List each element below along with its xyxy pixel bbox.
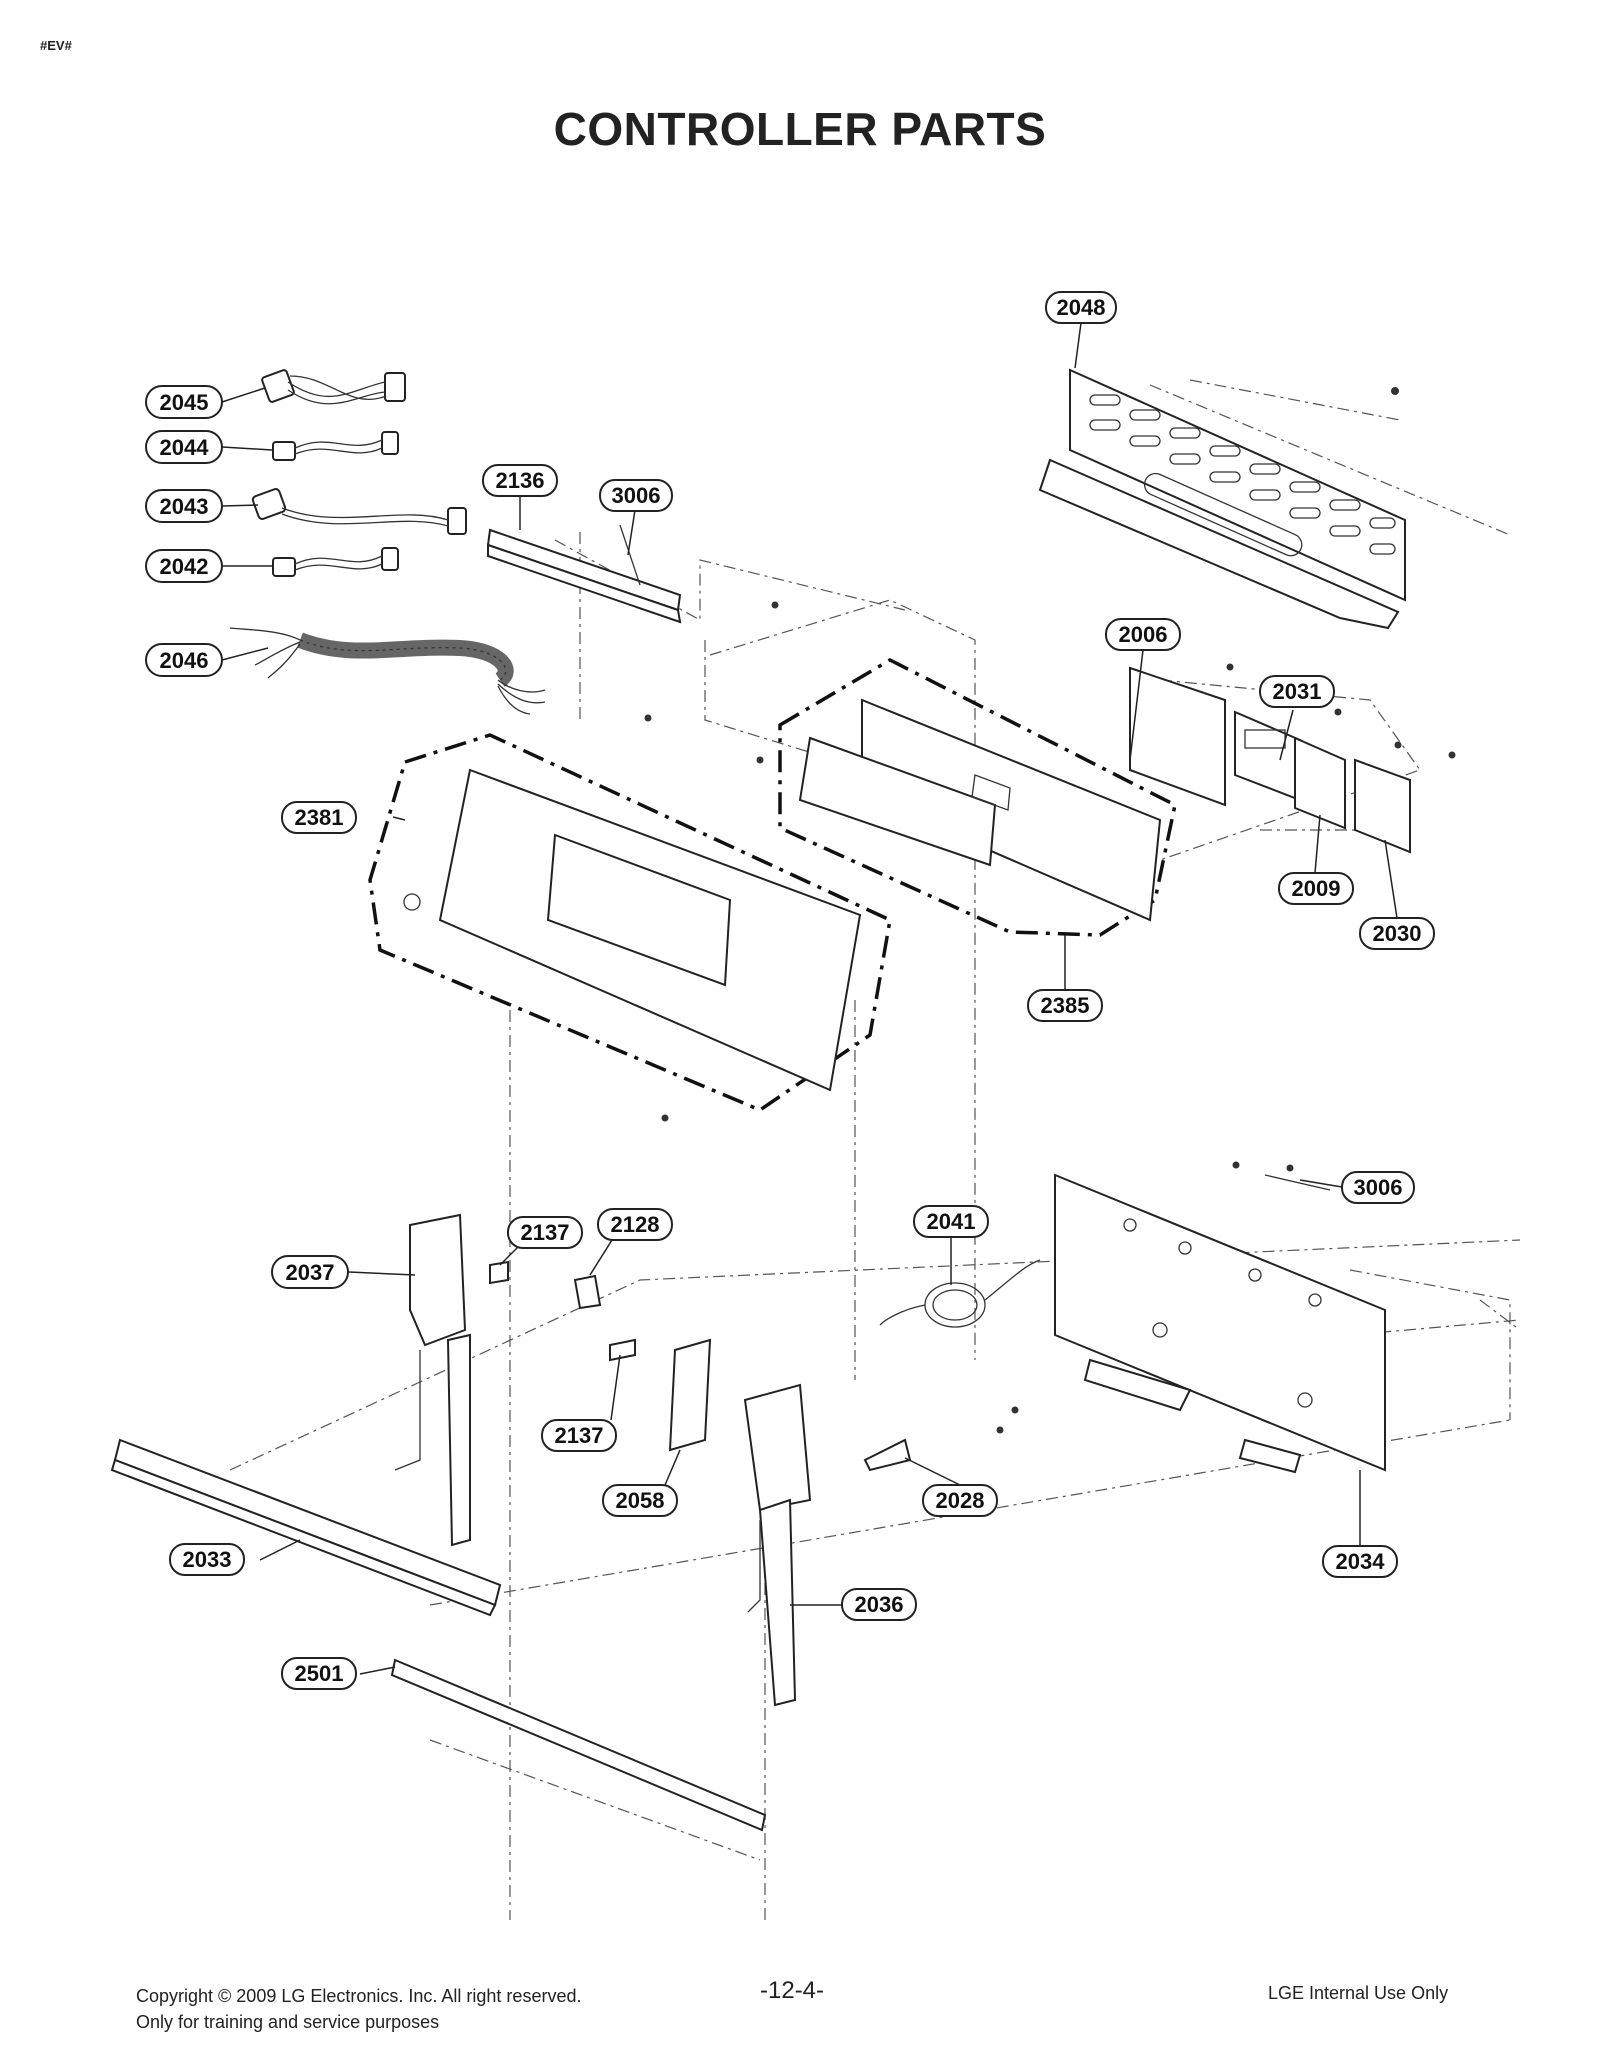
part-2043-harness — [251, 488, 467, 535]
svg-text:3006: 3006 — [612, 483, 661, 508]
svg-text:2042: 2042 — [160, 554, 209, 579]
part-2137a-clip — [489, 1260, 509, 1285]
part-2048-vent-panel — [1038, 368, 1406, 630]
svg-text:2034: 2034 — [1336, 1549, 1386, 1574]
part-2036-side-bracket — [743, 1383, 812, 1707]
callout-2137-upper: 2137 — [507, 1216, 583, 1249]
callout-2045: 2045 — [145, 385, 223, 419]
svg-text:2006: 2006 — [1119, 622, 1168, 647]
callout-3006-bottom: 3006 — [1341, 1171, 1415, 1204]
part-2028-bracket — [863, 1406, 1019, 1472]
callout-2030: 2030 — [1359, 917, 1435, 950]
part-2137b-clip — [609, 1338, 636, 1362]
svg-text:2128: 2128 — [611, 1212, 660, 1237]
part-2501-rail — [390, 1658, 767, 1832]
callout-2009: 2009 — [1278, 872, 1354, 905]
callout-2036: 2036 — [841, 1588, 917, 1621]
svg-text:2044: 2044 — [160, 435, 210, 460]
svg-text:2041: 2041 — [927, 1209, 976, 1234]
page-title: CONTROLLER PARTS — [553, 103, 1047, 155]
svg-text:2030: 2030 — [1373, 921, 1422, 946]
part-2045-harness — [261, 369, 406, 405]
part-2136-bracket — [486, 524, 779, 624]
callout-2501: 2501 — [281, 1657, 357, 1690]
svg-text:2137: 2137 — [521, 1220, 570, 1245]
part-2128-clip — [573, 1274, 602, 1310]
part-2041-cable — [879, 1259, 1041, 1328]
part-2385-control-panel — [798, 698, 1162, 922]
part-2044-harness — [272, 431, 399, 461]
callout-2043: 2043 — [145, 489, 223, 523]
group-outline-2385 — [778, 658, 1177, 937]
callout-2033: 2033 — [169, 1543, 245, 1576]
screw-icon — [771, 601, 779, 609]
part-2030-board — [1354, 758, 1411, 854]
callout-3006-top: 3006 — [599, 479, 673, 512]
part-2031-bracket — [1234, 710, 1301, 802]
svg-text:2028: 2028 — [936, 1488, 985, 1513]
svg-text:2048: 2048 — [1057, 295, 1106, 320]
part-2009-board — [1294, 736, 1346, 830]
callout-2046: 2046 — [145, 643, 223, 677]
callout-2042: 2042 — [145, 549, 223, 583]
callout-2034: 2034 — [1322, 1545, 1398, 1578]
document-tag: #EV# — [40, 38, 72, 53]
callout-2044: 2044 — [145, 430, 223, 464]
svg-text:3006: 3006 — [1354, 1175, 1403, 1200]
footer-copyright: Copyright © 2009 LG Electronics. Inc. Al… — [136, 1986, 582, 2006]
part-2058-terminal — [668, 1338, 712, 1452]
part-2037-side-bracket — [394, 1213, 471, 1547]
part-2033-rail — [110, 1438, 502, 1617]
svg-text:2045: 2045 — [160, 390, 209, 415]
callout-2058: 2058 — [602, 1484, 678, 1517]
group-outline-2381 — [368, 733, 892, 1112]
callout-2048: 2048 — [1045, 291, 1117, 324]
svg-text:2009: 2009 — [1292, 876, 1341, 901]
part-2381-control-cover — [403, 714, 862, 1122]
callout-2037: 2037 — [271, 1255, 349, 1289]
footer-note: Only for training and service purposes — [136, 2012, 440, 2032]
footer-internal: LGE Internal Use Only — [1268, 1983, 1449, 2003]
svg-text:2036: 2036 — [855, 1592, 904, 1617]
svg-text:2136: 2136 — [496, 468, 545, 493]
part-2046-harness — [229, 627, 546, 715]
callout-2028: 2028 — [922, 1484, 998, 1517]
svg-text:2381: 2381 — [295, 805, 344, 830]
footer-copyright-block: Copyright © 2009 LG Electronics. Inc. Al… — [136, 1983, 581, 2035]
callout-2006: 2006 — [1105, 618, 1181, 651]
callout-2128: 2128 — [597, 1208, 673, 1241]
page-number: -12-4- — [760, 1977, 825, 2004]
svg-text:2031: 2031 — [1273, 679, 1322, 704]
callout-2136: 2136 — [482, 464, 558, 497]
screw-icon — [1391, 387, 1399, 395]
leader-lines — [221, 322, 1398, 1675]
part-2042-harness — [272, 547, 399, 577]
svg-text:2501: 2501 — [295, 1661, 344, 1686]
callout-2385: 2385 — [1027, 989, 1103, 1022]
callout-2381: 2381 — [281, 801, 357, 834]
part-2006-board — [1129, 666, 1226, 807]
callout-2031: 2031 — [1259, 675, 1335, 708]
svg-text:2137: 2137 — [555, 1423, 604, 1448]
svg-text:2033: 2033 — [183, 1547, 232, 1572]
svg-text:2058: 2058 — [616, 1488, 665, 1513]
svg-text:2385: 2385 — [1041, 993, 1090, 1018]
svg-text:2043: 2043 — [160, 494, 209, 519]
callout-2041: 2041 — [913, 1205, 989, 1238]
screws-2006-area — [1226, 663, 1456, 759]
svg-text:2037: 2037 — [286, 1260, 335, 1285]
callout-2137-lower: 2137 — [541, 1419, 617, 1452]
svg-text:2046: 2046 — [160, 648, 209, 673]
part-2034-frame — [1054, 1161, 1386, 1474]
